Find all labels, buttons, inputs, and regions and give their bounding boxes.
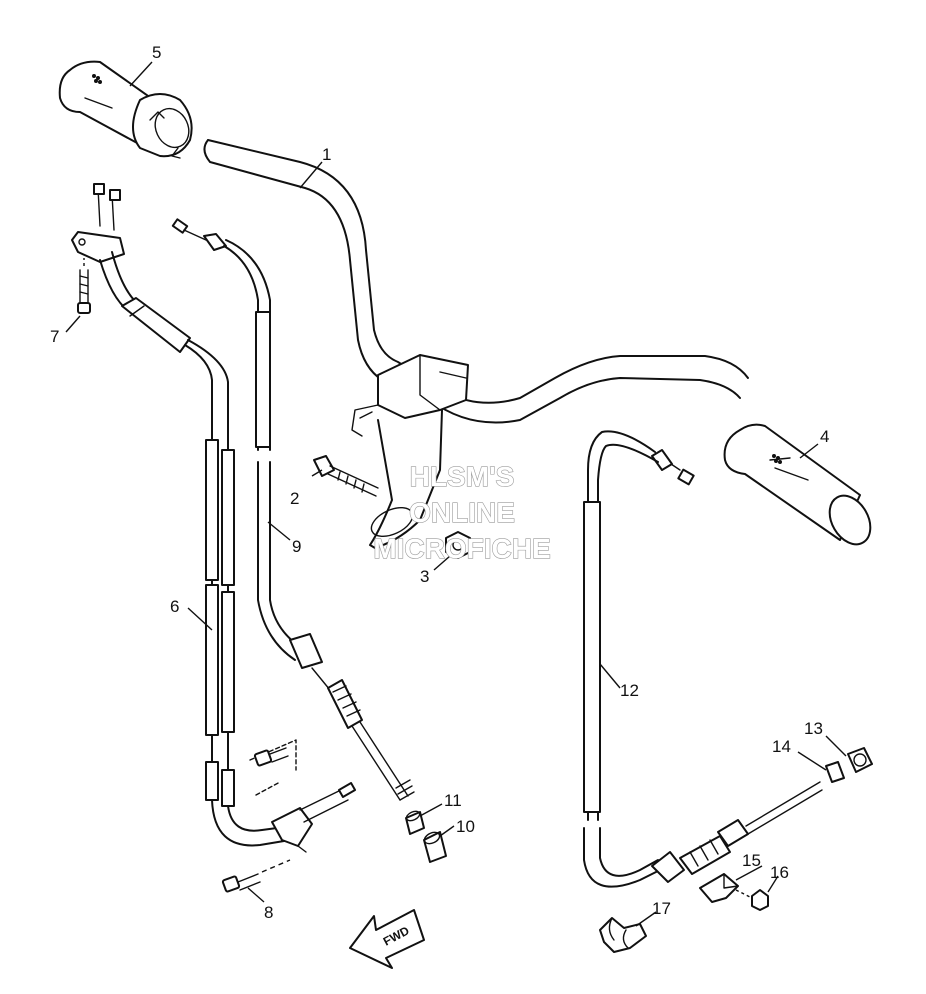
forward-arrow-icon: FWD: [349, 909, 425, 969]
callout-14: 14: [772, 737, 791, 756]
callout-12: 12: [620, 681, 639, 700]
cable-clamp[interactable]: [599, 917, 647, 953]
callout-15: 15: [742, 851, 761, 870]
clamp-bolt[interactable]: [313, 455, 379, 497]
cable-adjust-nut[interactable]: [847, 747, 873, 773]
watermark-line-2: ONLINE: [409, 497, 515, 528]
watermark: HLSM'S ONLINE MICROFICHE: [373, 460, 552, 564]
callout-8: 8: [264, 903, 273, 922]
cable-pin[interactable]: [825, 761, 845, 783]
callout-10: 10: [456, 817, 475, 836]
callout-5: 5: [152, 43, 161, 62]
grip-texture-icon: [92, 74, 102, 84]
callout-6: 6: [170, 597, 179, 616]
watermark-line-1: HLSM'S: [410, 461, 515, 492]
cable-holder[interactable]: [699, 873, 739, 903]
callout-9: 9: [292, 537, 301, 556]
right-grip[interactable]: [723, 423, 879, 552]
throttle-cable[interactable]: [71, 183, 357, 853]
brake-cable-left[interactable]: [171, 218, 415, 801]
callout-13: 13: [804, 719, 823, 738]
callout-16: 16: [770, 863, 789, 882]
grip-texture-icon: [772, 454, 782, 464]
adjuster-nut[interactable]: [405, 809, 425, 835]
carb-screw[interactable]: [221, 747, 291, 893]
callout-1: 1: [322, 145, 331, 164]
clamp-nut[interactable]: [445, 531, 471, 559]
watermark-line-3: MICROFICHE: [373, 533, 550, 564]
brake-cable-right[interactable]: [583, 430, 823, 888]
throttle-screw[interactable]: [77, 258, 91, 314]
callout-7: 7: [50, 327, 59, 346]
callout-3: 3: [420, 567, 429, 586]
callout-17: 17: [652, 899, 671, 918]
throttle-grip[interactable]: [58, 60, 195, 159]
handlebar[interactable]: [203, 139, 749, 424]
callout-4: 4: [820, 427, 829, 446]
brake-adjuster[interactable]: [423, 830, 447, 863]
handlebar-clamp[interactable]: [351, 354, 469, 549]
callout-numbers: 1 2 3 4 5 6 7 8 9 10 11 12 13 14 15 16 1…: [50, 43, 829, 922]
callout-2: 2: [290, 489, 299, 508]
leader-lines: [65, 61, 847, 927]
holder-screw[interactable]: [735, 889, 769, 911]
callout-11: 11: [444, 791, 462, 810]
